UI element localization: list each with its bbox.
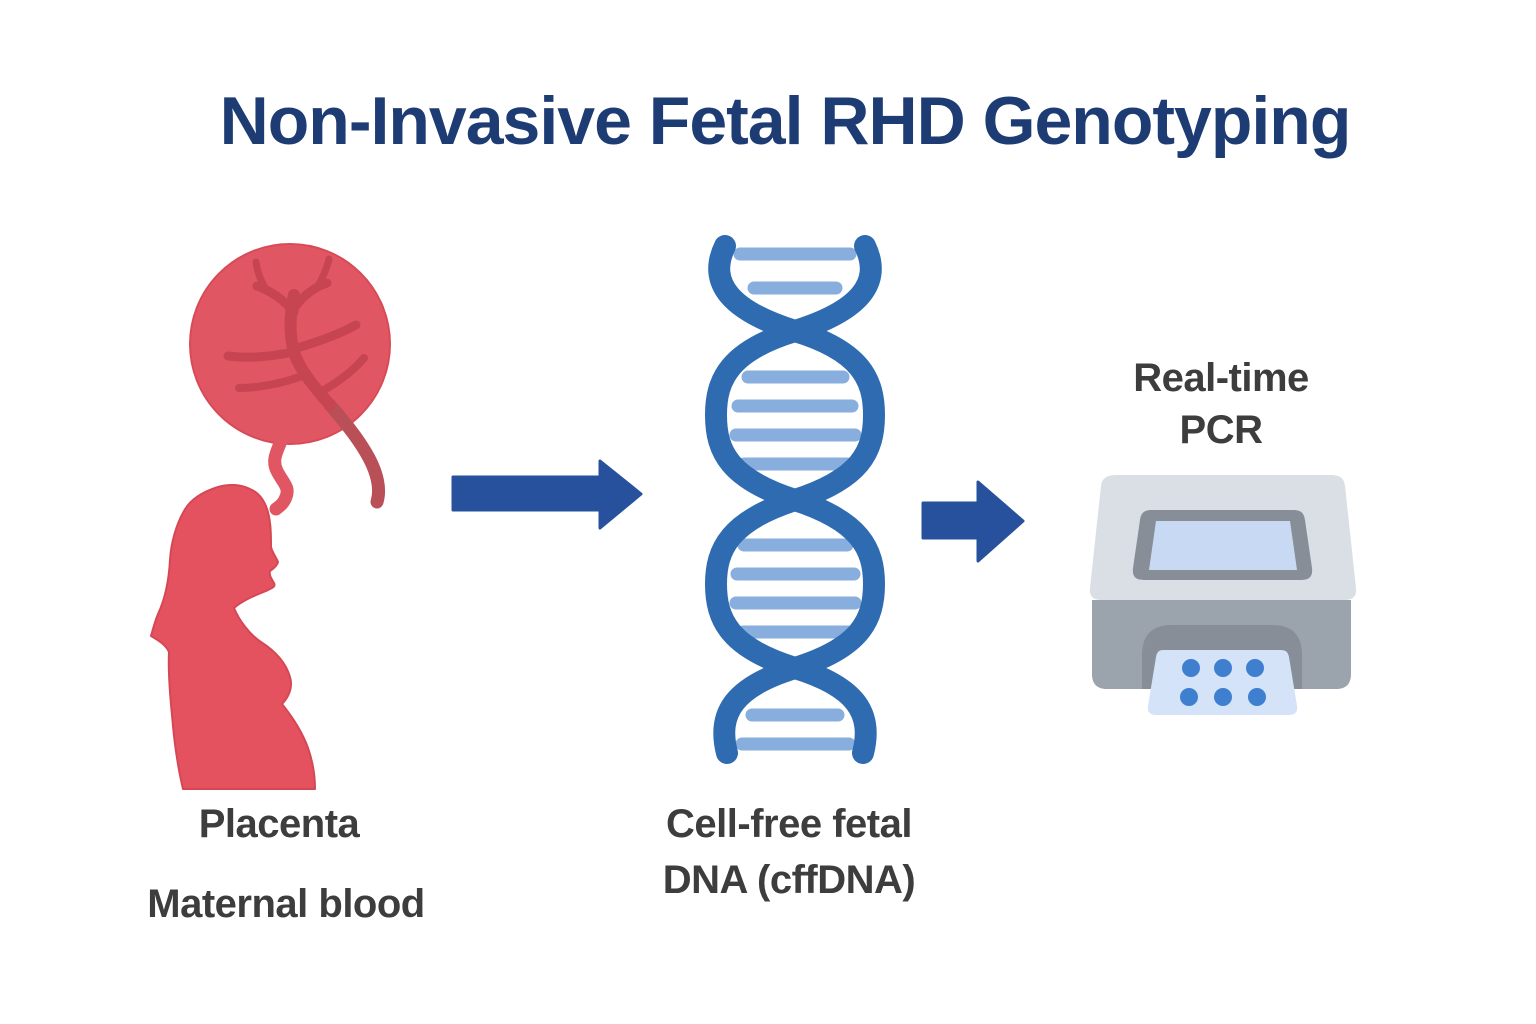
placenta-icon [189,243,391,516]
arrow-right-icon [921,480,1025,563]
maternal-blood-label: Maternal blood [147,882,425,926]
arrow-right-icon [451,459,643,530]
page-title: Non-Invasive Fetal RHD Genotyping [219,83,1352,159]
realtime-pcr-label: Real-time PCR [1133,356,1309,452]
placenta-label: Placenta [198,802,360,846]
pregnant-woman-icon [150,483,316,790]
cffdna-label: Cell-free fetal DNA (cffDNA) [662,802,916,902]
pcr-machine-icon [1089,475,1357,715]
dna-helix-icon [704,235,886,764]
